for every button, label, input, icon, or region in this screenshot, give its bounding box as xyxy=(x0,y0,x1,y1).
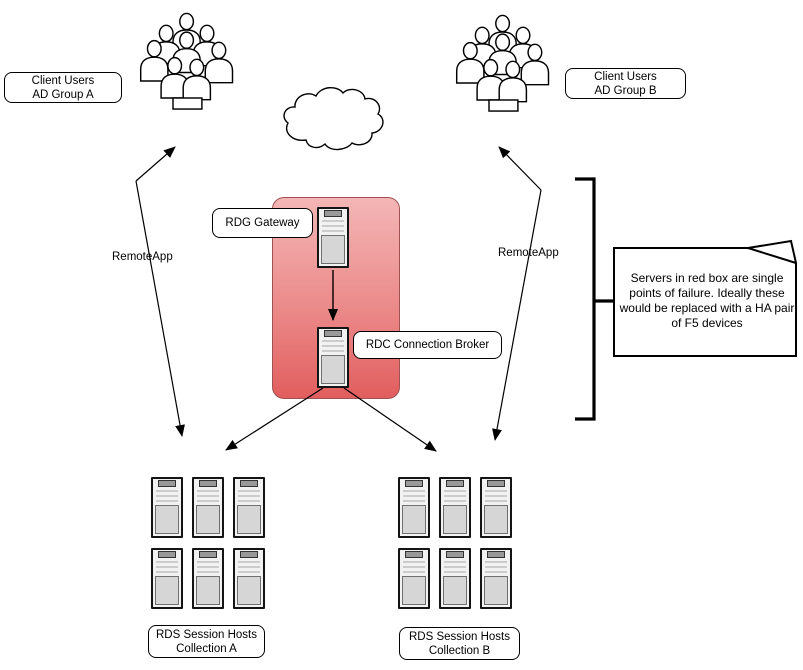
label-rdg-gateway: RDG Gateway xyxy=(212,208,313,238)
label-line: AD Group A xyxy=(32,88,94,101)
label-line: Client Users xyxy=(594,70,657,83)
server-icon xyxy=(480,477,512,538)
note-icon xyxy=(613,239,797,357)
brace-bracket xyxy=(575,177,613,421)
server-icon xyxy=(192,477,224,538)
label-line: RDC Connection Broker xyxy=(365,339,490,351)
server-icon xyxy=(398,477,430,538)
label-client-users-a: Client Users AD Group A xyxy=(4,72,122,103)
user-group-icon xyxy=(455,14,550,112)
server-icon xyxy=(398,548,430,609)
label-line: Collection A xyxy=(176,642,237,655)
label-line: RDS Session Hosts xyxy=(156,628,257,641)
server-icon xyxy=(233,477,265,538)
server-icon xyxy=(439,548,471,609)
label-line: Collection B xyxy=(428,644,491,657)
server-icon xyxy=(192,548,224,609)
remoteapp-connector-a xyxy=(135,146,185,437)
server-icon-rdc-broker xyxy=(317,327,349,388)
remoteapp-connector-b xyxy=(492,146,542,441)
user-group-icon xyxy=(139,12,234,110)
server-icon xyxy=(151,477,183,538)
label-rdc-connection-broker: RDC Connection Broker xyxy=(353,331,502,359)
label-line: RDS Session Hosts xyxy=(409,630,510,643)
server-icon xyxy=(439,477,471,538)
label-line: RDG Gateway xyxy=(225,217,300,229)
server-icon xyxy=(233,548,265,609)
server-icon xyxy=(151,548,183,609)
server-icon xyxy=(480,548,512,609)
note-text: Servers in red box are single points of … xyxy=(619,271,795,330)
remoteapp-label-right: RemoteApp xyxy=(498,247,559,259)
label-line: AD Group B xyxy=(594,84,657,97)
broker-to-collection-a-arrow xyxy=(225,387,324,451)
label-rds-collection-b: RDS Session Hosts Collection B xyxy=(399,627,520,660)
server-icon-rdg-gateway xyxy=(317,207,349,268)
label-rds-collection-a: RDS Session Hosts Collection A xyxy=(148,625,265,658)
broker-to-collection-b-arrow xyxy=(343,387,437,452)
cloud-icon xyxy=(283,87,384,151)
label-line: Client Users xyxy=(31,74,95,87)
remoteapp-label-left: RemoteApp xyxy=(112,251,173,263)
label-client-users-b: Client Users AD Group B xyxy=(565,68,686,99)
